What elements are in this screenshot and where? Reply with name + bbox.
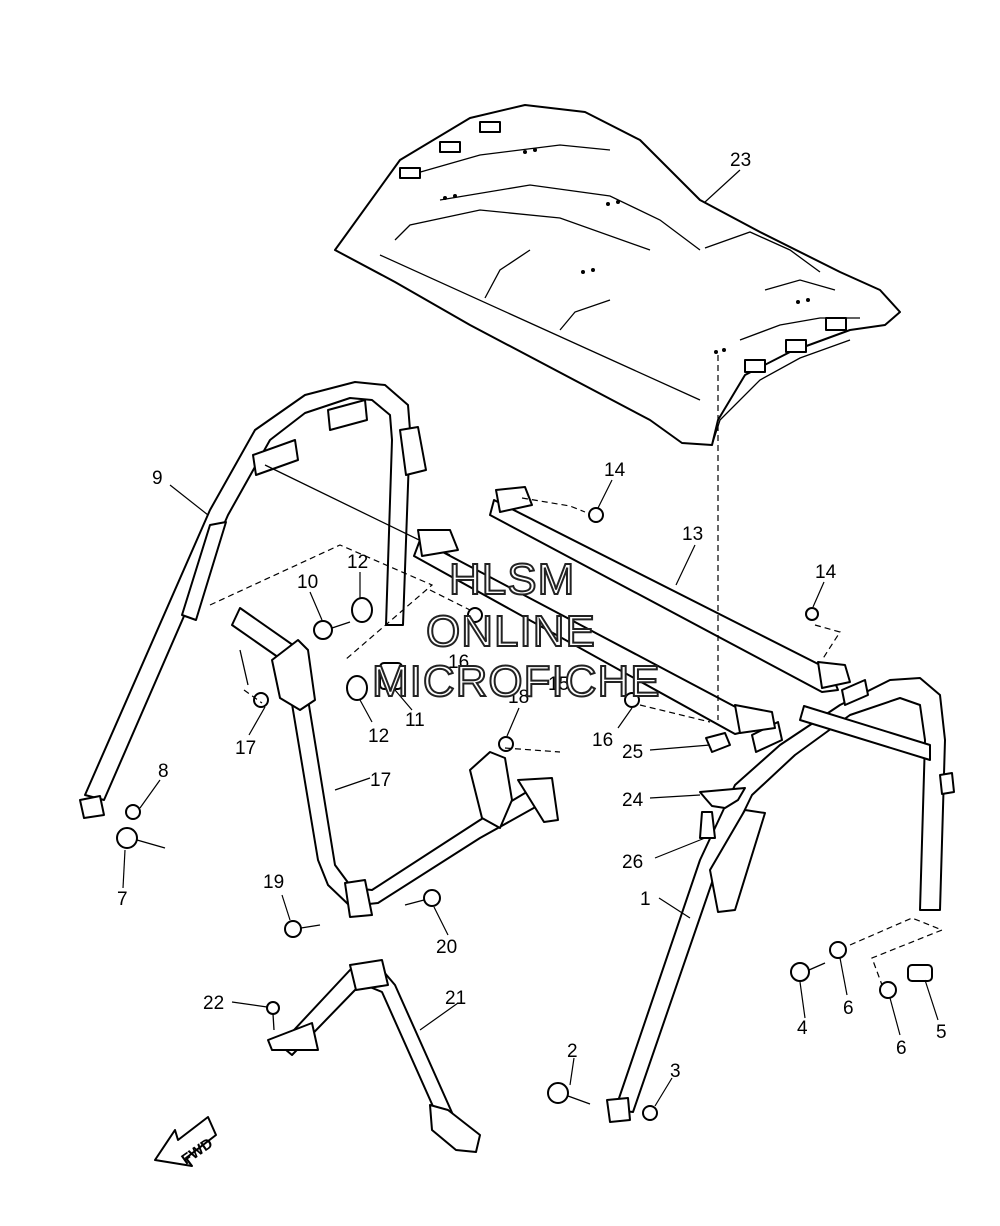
callout-5: 5 xyxy=(936,1022,947,1043)
callout-25: 25 xyxy=(622,742,643,763)
callout-21: 21 xyxy=(445,988,466,1009)
callout-20: 20 xyxy=(436,937,457,958)
callout-9: 8 xyxy=(158,761,169,782)
callout-14: 14 xyxy=(815,562,837,583)
front-roll-bar-part-7 xyxy=(79,381,451,819)
rear-roll-bar-part-1 xyxy=(606,677,955,1123)
callout-12: 12 xyxy=(347,552,368,573)
callout-15: 15 xyxy=(548,674,569,695)
callout-24: 24 xyxy=(622,790,644,811)
fasteners xyxy=(116,507,933,1121)
callout-6: 6 xyxy=(843,998,854,1019)
cross-member-part-13 xyxy=(489,486,851,693)
callout-10: 10 xyxy=(297,572,318,593)
callout-6: 6 xyxy=(896,1038,907,1059)
callout-19: 19 xyxy=(263,872,284,893)
callout-7: 9 xyxy=(152,468,163,489)
lower-brace-part-21 xyxy=(267,959,481,1153)
callout-12: 12 xyxy=(368,726,389,747)
brace-part-17 xyxy=(231,607,559,918)
watermark-line-1: HLSM xyxy=(448,555,576,604)
callout-18: 18 xyxy=(508,687,529,708)
callout-11: 11 xyxy=(405,710,425,731)
callout-18: 17 xyxy=(235,738,256,759)
callout-16: 16 xyxy=(592,730,613,751)
watermark-line-3: MICROFICHE xyxy=(371,657,661,706)
callout-14: 14 xyxy=(604,460,626,481)
fwd-arrow-icon: FWD xyxy=(154,1116,217,1168)
callout-3: 3 xyxy=(670,1061,681,1082)
cross-member-part-15 xyxy=(413,529,776,735)
callout-17: 17 xyxy=(370,770,391,791)
callout-4: 4 xyxy=(797,1018,808,1039)
callout-numbers: 23 9 14 13 14 12 10 16 15 11 12 18 16 25… xyxy=(117,150,947,1082)
callout-2: 2 xyxy=(567,1041,578,1062)
callout-13: 13 xyxy=(682,524,703,545)
callout-16: 16 xyxy=(448,652,469,673)
callout-1: 1 xyxy=(640,889,651,910)
alignment-lines xyxy=(209,355,944,986)
leader-lines xyxy=(122,169,939,1107)
watermark-line-2: ONLINE xyxy=(425,607,596,656)
callout-22: 22 xyxy=(203,993,224,1014)
roof-part-23 xyxy=(334,104,901,446)
callout-8: 7 xyxy=(117,889,128,910)
callout-26: 26 xyxy=(622,852,643,873)
callout-23: 23 xyxy=(730,150,751,171)
